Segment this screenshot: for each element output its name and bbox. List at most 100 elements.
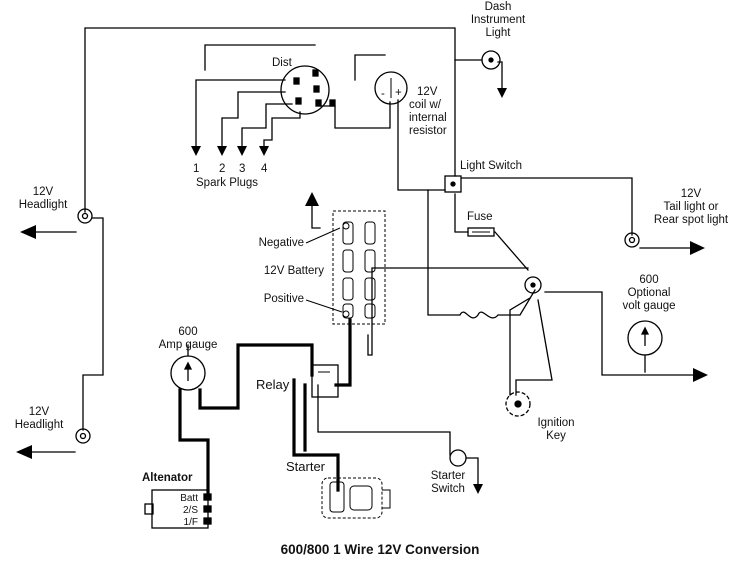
- arrow-plug-1: [191, 146, 201, 156]
- ignition-key-label-line-2: Key: [546, 430, 566, 442]
- alt-terminal-1f: 1/F: [183, 517, 198, 528]
- battery: [332, 210, 386, 325]
- spark-plugs-label: Spark Plugs: [196, 177, 259, 189]
- volt-gauge-label-line-3: volt gauge: [622, 300, 676, 312]
- alt-terminal-2s: 2/S: [182, 505, 198, 516]
- dash-light-label: Dash Instrument Light: [458, 1, 538, 40]
- wire-relay-starter-switch: [317, 384, 451, 456]
- coil-label-line-3: internal: [409, 112, 447, 124]
- coil-label: 12V coil w/ internal resistor: [409, 86, 447, 138]
- amp-gauge-label-line-2: Amp gauge: [158, 339, 218, 351]
- coil-plus-label: +: [395, 87, 402, 99]
- starter-motor: [321, 477, 391, 519]
- alt-terminal-batt: Batt: [180, 493, 198, 504]
- amp-gauge-label: 600 Amp gauge: [148, 326, 228, 352]
- arrow-headlight-bottom: [16, 445, 32, 459]
- starter-label: Starter: [286, 459, 326, 474]
- wire-dash-light-ground: [497, 61, 503, 93]
- tail-light-symbol: [624, 232, 640, 248]
- wire-hub-volt: [544, 291, 701, 376]
- plug-number-1: 1: [193, 163, 200, 175]
- wire-switch-fuse: [454, 193, 469, 233]
- dash-light: [481, 50, 501, 70]
- arrow-tail-light: [690, 241, 705, 255]
- positive-label: Positive: [263, 293, 304, 305]
- headlight-top-symbol: [77, 208, 93, 224]
- starter-switch-label-line-2: Switch: [431, 483, 465, 495]
- wire-starter-switch-out: [466, 457, 479, 489]
- arrow-plug-4: [259, 146, 269, 156]
- arrow-headlight-top: [20, 225, 36, 239]
- wire-battery-hub: [367, 267, 529, 356]
- wire-thick-relay-amp: [198, 343, 314, 410]
- relay-label: Relay: [256, 377, 290, 392]
- dash-light-label-line-1: Dash: [484, 1, 512, 13]
- wire-battery-ground: [311, 197, 321, 229]
- wire-top-bus: [84, 27, 456, 213]
- wire-fuse-key: [494, 231, 529, 271]
- coil-label-line-2: coil w/: [409, 99, 441, 111]
- plug-number-2: 2: [219, 163, 226, 175]
- wire-plug-1: [195, 79, 286, 151]
- amp-gauge-symbol: [170, 355, 206, 391]
- wire-hub-key-1: [515, 299, 553, 396]
- wire-coil-ignition: [427, 189, 536, 319]
- light-switch-label: Light Switch: [460, 160, 523, 172]
- headlight-top-label-line-2: Headlight: [18, 199, 68, 211]
- distributor-label: Dist: [272, 57, 292, 69]
- headlight-top-label: 12V Headlight: [12, 186, 74, 212]
- relay-symbol: [311, 364, 339, 398]
- wire-switch-tail: [461, 177, 633, 236]
- volt-gauge-label: 600 Optional volt gauge: [614, 274, 684, 313]
- wire-hub-key-2: [509, 297, 531, 396]
- tail-light-label: 12V Tail light or Rear spot light: [640, 188, 742, 227]
- light-switch: [444, 175, 462, 193]
- volt-gauge-label-line-1: 600: [639, 274, 659, 286]
- tail-light-label-line-2: Tail light or: [663, 201, 719, 213]
- tail-light-label-line-3: Rear spot light: [653, 214, 729, 226]
- arrow-plug-2: [217, 146, 227, 156]
- wire-plug-3: [241, 103, 293, 151]
- starter-switch-label: Starter Switch: [418, 470, 478, 496]
- fuse: [467, 227, 495, 237]
- wire-plug-2: [221, 91, 286, 151]
- starter-switch-label-line-1: Starter: [430, 470, 466, 482]
- ignition-key-label: Ignition Key: [526, 417, 586, 443]
- arrow-battery-ground: [305, 192, 319, 206]
- coil-label-line-1: 12V: [417, 86, 438, 98]
- battery-label: 12V Battery: [263, 265, 324, 277]
- ignition-hub: [524, 276, 542, 294]
- coil: [374, 71, 408, 105]
- headlight-bottom-symbol: [75, 428, 91, 444]
- coil-label-line-4: resistor: [409, 125, 447, 137]
- wire-headlight-bus: [82, 217, 104, 431]
- tail-light-label-line-1: 12V: [680, 188, 702, 200]
- plug-number-4: 4: [261, 163, 268, 175]
- dash-light-label-line-3: Light: [485, 27, 511, 39]
- wire-plug-4: [263, 111, 301, 151]
- amp-gauge-label-line-1: 600: [178, 326, 198, 338]
- headlight-bottom-label-line-2: Headlight: [14, 419, 64, 431]
- wire-thick-relay-starter: [292, 378, 340, 492]
- starter-switch-symbol: [449, 449, 467, 467]
- altenator-label: Altenator: [142, 472, 193, 484]
- fuse-label: Fuse: [467, 211, 493, 223]
- dash-light-label-line-2: Instrument: [470, 14, 526, 26]
- distributor: [280, 65, 336, 115]
- alternator-symbol: [144, 489, 212, 529]
- headlight-bottom-label: 12V Headlight: [8, 406, 70, 432]
- pointer-negative: [305, 227, 341, 244]
- diagram-title: 600/800 1 Wire 12V Conversion: [280, 542, 480, 557]
- negative-label: Negative: [258, 237, 304, 249]
- arrow-starter-switch: [473, 484, 483, 494]
- wire-coil-switch: [397, 99, 446, 191]
- ignition-key-symbol: [505, 391, 531, 417]
- arrow-dash-ground: [497, 88, 507, 98]
- pointer-positive: [305, 299, 343, 313]
- headlight-bottom-label-line-1: 12V: [28, 406, 50, 418]
- wire-thick-amp-alt: [178, 388, 210, 498]
- ignition-key-label-line-1: Ignition: [537, 417, 575, 429]
- headlight-top-label-line-1: 12V: [32, 186, 54, 198]
